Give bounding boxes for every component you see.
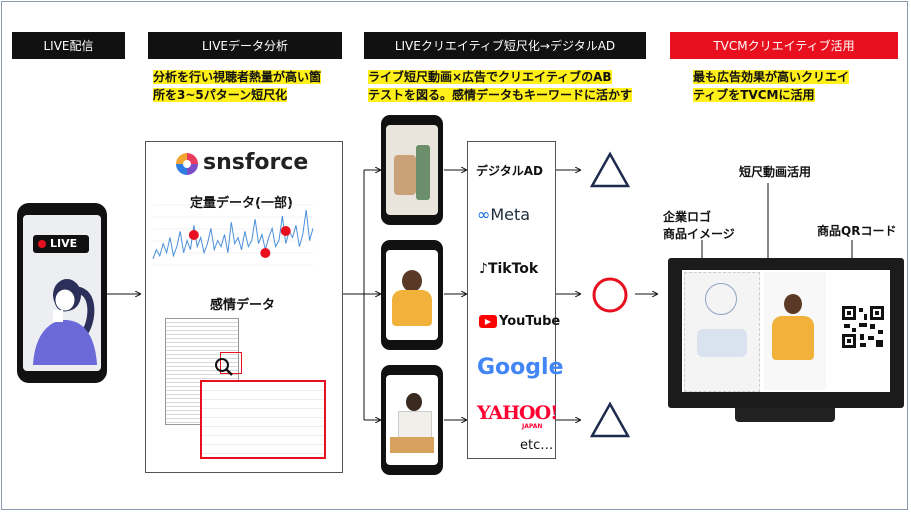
tv-screen [682,270,890,392]
tv-monitor [668,258,904,408]
tv-short-video-section [764,272,826,390]
tv-stand [735,408,835,422]
tv-logo-image-section [684,272,760,392]
qr-code-icon [842,306,884,348]
qr-code-graphic [842,306,884,348]
